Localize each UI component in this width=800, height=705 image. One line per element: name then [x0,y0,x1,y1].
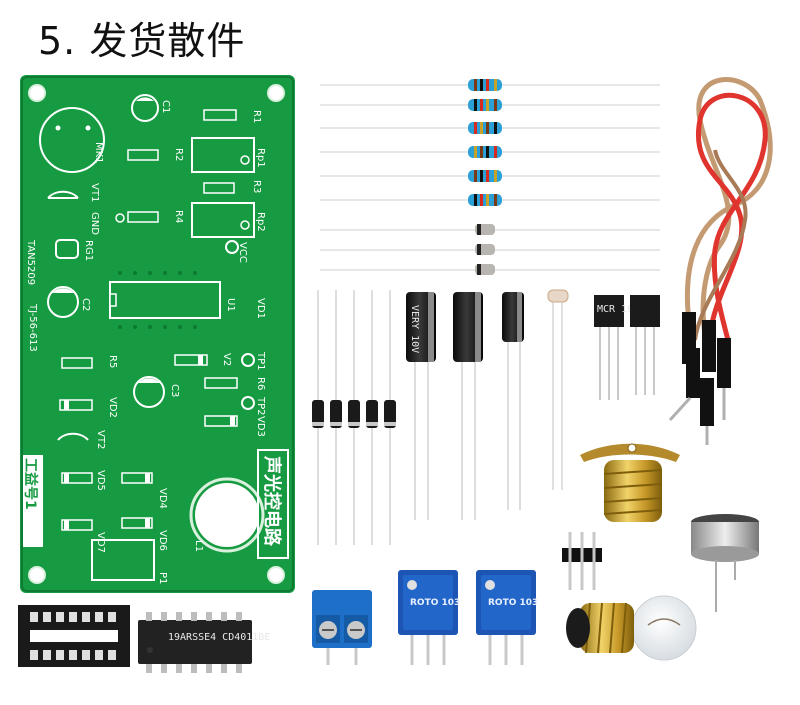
label-vd3: VD3 [255,416,266,437]
socket-pin [56,650,64,660]
socket-pin [69,612,77,622]
pcb-board: MK1 C1 R1 R2 Rp1 R3 R4 Rp2 VT1 GND RG1 V… [20,75,295,593]
socket-pin [30,612,38,622]
label-vd6: VD6 [157,530,168,551]
socket-pin [108,612,116,622]
label-vt1: VT1 [89,183,100,202]
ic-marking: 19ARSSE4 CD4011BE [168,632,270,643]
label-r3: R3 [251,180,262,193]
chip-pin [176,664,182,673]
resistor [320,79,660,91]
ic-socket [18,605,130,667]
chip-pin [221,664,227,673]
label-c2: C2 [80,298,91,311]
trimmer-pots: ROTO 103 ROTO 103 [398,570,538,665]
label-l1: L1 [193,540,204,552]
label-u1: U1 [225,298,236,312]
label-tan: TAN5209 [25,239,36,285]
label-vcc: VCC [237,242,248,263]
chip-pin [221,612,227,621]
chip-pin [191,664,197,673]
socket-pin [108,650,116,660]
photoresistor [547,289,569,490]
label-rp1: Rp1 [255,148,266,168]
label-r2: R2 [173,148,184,161]
label-tp1: TP1 [255,351,266,371]
electret-mic [691,514,759,612]
jumper-wires [668,77,773,445]
scr-transistors: MCR 100-8 [594,295,660,400]
resistor [320,146,660,158]
label-mk1: MK1 [93,142,104,164]
cap-marking: VERY 10V [409,305,420,353]
chip-pin [236,612,242,621]
chip-pin [146,612,152,621]
chip-pin [236,664,242,673]
scr-marking: MCR 100-8 [597,304,651,315]
resistor [320,170,660,182]
chip-pin [146,664,152,673]
resistor [320,194,660,206]
label-r5: R5 [107,355,118,368]
lamp-socket [580,443,680,522]
socket-pin [95,650,103,660]
label-v2: V2 [221,353,232,366]
pin-header [562,532,602,590]
chip-pin [161,664,167,673]
label-c1: C1 [160,100,171,113]
label-tj: TJ-56-613 [27,303,38,352]
light-bulb [566,595,697,661]
label-c3: C3 [169,384,180,397]
electrolytic-capacitors: VERY 10V [406,292,524,520]
ic-chip: 19ARSSE4 CD4011BE [138,612,270,673]
socket-pin [43,650,51,660]
label-r6: R6 [255,377,266,390]
page-title: 5. 发货散件 [38,19,246,63]
socket-pin [95,612,103,622]
label-rp2: Rp2 [255,212,266,232]
socket-pin [43,612,51,622]
label-vt2: VT2 [95,430,106,449]
chip-pin [206,664,212,673]
socket-pin [69,650,77,660]
socket-pin [82,650,90,660]
socket-pin [30,650,38,660]
resistor [320,99,660,111]
chip-pin [206,612,212,621]
label-r1: R1 [251,110,262,123]
label-vd5: VD5 [95,470,106,491]
label-vd4: VD4 [157,488,168,509]
socket-pin [82,612,90,622]
label-gnd: GND [89,212,100,235]
chip-pin [191,612,197,621]
label-vd1: VD1 [255,298,266,319]
label-rg1: RG1 [83,240,94,261]
pot-marking-1: ROTO 103 [410,598,460,608]
label-p1: P1 [157,572,168,584]
chip-pin [176,612,182,621]
screw-terminal [312,590,372,665]
resistor [320,122,660,134]
board-badge: 工益号1 [22,458,39,510]
rectifier-diode-group [312,290,396,545]
pot-marking-2: ROTO 103 [488,598,538,608]
glass-diode-group [320,224,660,275]
label-vd7: VD7 [95,532,106,553]
socket-pin [56,612,64,622]
label-r4: R4 [173,210,184,223]
label-tp2: TP2 [255,396,266,416]
chip-pin [161,612,167,621]
product-name: 声光控电路 [261,455,283,547]
label-vd2: VD2 [107,397,118,418]
resistor-group [320,79,660,206]
